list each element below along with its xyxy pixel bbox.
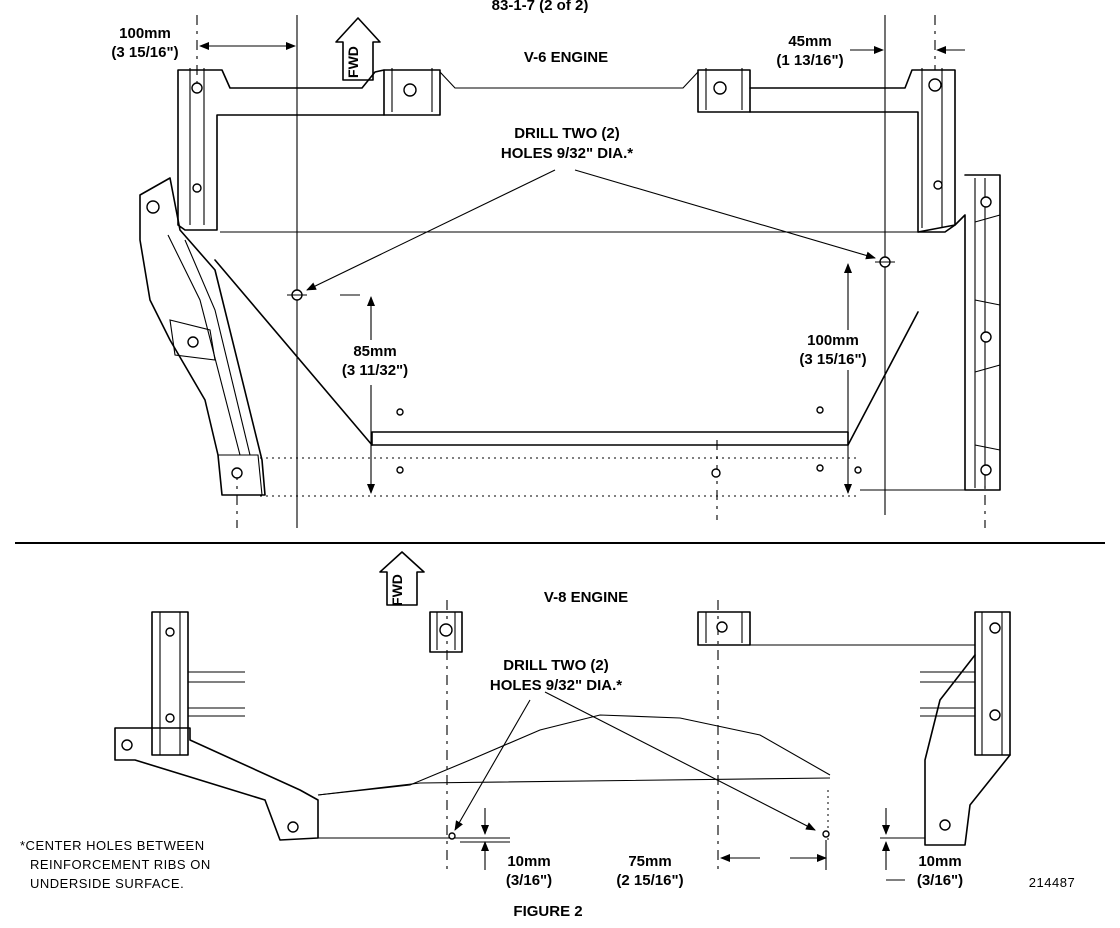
v8-dim-left-imperial: (3/16") xyxy=(506,872,552,889)
v6-bolt-hole xyxy=(928,78,942,92)
v8-dim-center-metric: 75mm xyxy=(628,853,671,870)
v8-bolt-hole xyxy=(716,621,728,633)
v8-right-bracket-ribs xyxy=(920,671,975,717)
v6-left-mount-flanges xyxy=(391,68,433,112)
v6-left-arm-gusset xyxy=(169,319,216,361)
v8-dim-left-metric: 10mm xyxy=(507,853,550,870)
v8-fwd-label: FWD xyxy=(389,574,405,606)
v6-bolt-hole xyxy=(854,466,862,474)
v6-right-front-bracket xyxy=(749,69,956,233)
v6-left-mount-pad xyxy=(383,69,441,116)
v6-dim-left-vertical-metric: 85mm xyxy=(353,343,396,360)
v6-bolt-hole xyxy=(816,464,824,472)
v6-bolt-hole xyxy=(933,180,943,190)
v8-crossmember-arc xyxy=(317,714,831,796)
v6-left-control-arm-bracket xyxy=(139,177,266,496)
v6-center-beam xyxy=(371,431,849,446)
v6-bolt-hole xyxy=(980,196,992,208)
footnote-line3: UNDERSIDE SURFACE. xyxy=(30,876,184,891)
page-reference: 83-1-7 (2 of 2) xyxy=(492,0,589,14)
v8-left-center-mount-flanges xyxy=(436,612,456,650)
v8-drill-leader-left xyxy=(454,699,531,831)
v6-left-front-bracket xyxy=(177,69,385,231)
v6-bolt-hole xyxy=(980,331,992,343)
v6-drill-note-line1: DRILL TWO (2) xyxy=(514,125,620,142)
v6-right-mount-flanges xyxy=(705,68,743,110)
v8-left-bracket-ribs xyxy=(188,671,245,717)
v6-dim-left-top-imperial: (3 15/16") xyxy=(111,44,178,61)
v8-dim-center-imperial: (2 15/16") xyxy=(616,872,683,889)
v6-bolt-hole xyxy=(713,81,727,95)
v6-left-diagonal-brace xyxy=(214,259,373,446)
v6-bolt-hole xyxy=(187,336,199,348)
v8-right-arm xyxy=(924,654,1011,846)
v6-left-bracket-flange xyxy=(189,68,205,225)
v6-fwd-arrow-icon xyxy=(335,17,381,81)
v8-bolt-hole xyxy=(165,627,175,637)
v6-right-rail-scallops xyxy=(974,214,1001,451)
v6-dim-left-top-metric: 100mm xyxy=(119,25,171,42)
v6-right-side-rail xyxy=(917,174,1001,491)
v8-bolt-hole xyxy=(287,821,299,833)
v8-bolt-hole xyxy=(939,819,951,831)
footnote-line2: REINFORCEMENT RIBS ON xyxy=(30,857,211,872)
v6-bolt-hole xyxy=(191,82,203,94)
v8-engine-diagram: FWD V-8 ENGINE DRILL TWO (2) HOLES 9/32"… xyxy=(114,551,1011,889)
v6-drill-leader-left xyxy=(306,169,556,291)
v8-dim-right-metric: 10mm xyxy=(918,853,961,870)
v6-right-bracket-flange xyxy=(921,68,943,228)
v6-dim-right-vertical-imperial: (3 15/16") xyxy=(799,351,866,368)
v6-bolt-hole xyxy=(403,83,417,97)
v8-bolt-hole xyxy=(165,713,175,723)
v6-crossmember-top-edge xyxy=(439,71,699,89)
footnote-line1: *CENTER HOLES BETWEEN xyxy=(20,838,205,853)
figure-caption: FIGURE 2 xyxy=(513,903,582,920)
v8-drill-note-line2: HOLES 9/32" DIA.* xyxy=(490,677,622,694)
v6-bolt-hole xyxy=(231,467,243,479)
v8-bolt-hole xyxy=(989,622,1001,634)
v8-crossmember-lower xyxy=(317,777,831,796)
v8-bolt-hole xyxy=(439,623,453,637)
v6-dim-left-vertical-imperial: (3 11/32") xyxy=(342,362,408,379)
v6-bolt-hole xyxy=(146,200,160,214)
v8-left-center-mount xyxy=(429,611,463,653)
v6-bolt-hole xyxy=(396,408,404,416)
v6-dim-right-top-metric: 45mm xyxy=(788,33,831,50)
v6-bolt-hole xyxy=(192,183,202,193)
v8-drill-hole-right xyxy=(822,830,830,838)
v8-left-bracket-flanges xyxy=(159,612,181,755)
v8-right-center-mount-flanges xyxy=(705,612,743,643)
v6-bolt-hole xyxy=(396,466,404,474)
v8-title: V-8 ENGINE xyxy=(544,589,628,606)
v8-drill-hole-left xyxy=(448,832,456,840)
v6-engine-diagram: FWD V-6 ENGINE DRILL TWO (2) HOLES 9/32"… xyxy=(111,15,1001,528)
v8-right-bracket xyxy=(974,611,1011,756)
v8-left-bracket xyxy=(151,611,189,756)
v8-dim-right-imperial: (3/16") xyxy=(917,872,963,889)
v6-left-arm-ribs xyxy=(167,234,251,456)
v6-bolt-hole xyxy=(711,468,721,478)
v8-drill-leader-right xyxy=(544,691,816,831)
v6-fwd-label: FWD xyxy=(345,46,361,78)
v6-title: V-6 ENGINE xyxy=(524,49,608,66)
v6-drill-note-line2: HOLES 9/32" DIA.* xyxy=(501,145,633,162)
v6-right-diagonal-brace xyxy=(847,311,919,446)
v6-bolt-hole xyxy=(816,406,824,414)
v8-bolt-hole xyxy=(121,739,133,751)
v8-bolt-hole xyxy=(989,709,1001,721)
v8-fwd-arrow-icon xyxy=(379,551,425,606)
v8-left-arm xyxy=(114,727,319,841)
v6-left-arm-foot xyxy=(218,454,263,496)
v6-dim-right-top-imperial: (1 13/16") xyxy=(776,52,843,69)
v8-drill-note-line1: DRILL TWO (2) xyxy=(503,657,609,674)
figure-id: 214487 xyxy=(1029,875,1075,890)
v6-dim-right-vertical-metric: 100mm xyxy=(807,332,859,349)
v6-drill-leader-right xyxy=(574,169,876,260)
v8-right-bracket-flanges xyxy=(981,612,1003,755)
v6-bolt-hole xyxy=(980,464,992,476)
